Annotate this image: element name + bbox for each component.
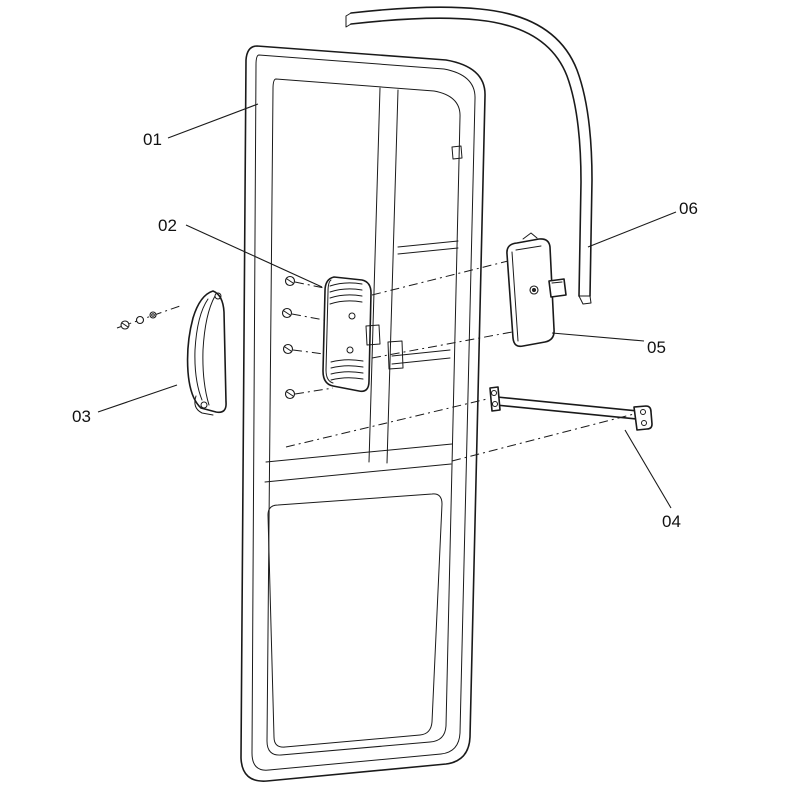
handle-fasteners: [120, 311, 157, 330]
callout-04-label: 04: [662, 512, 681, 531]
lower-bracket-line-1: [391, 349, 451, 357]
latch-hatch-line: [329, 294, 363, 299]
mid-rail-bottom-line: [264, 463, 452, 483]
lock-bolt-line: [551, 281, 563, 284]
interior-latch-part: [322, 276, 381, 393]
lock-top-tab: [522, 232, 538, 240]
lock-knob-center: [532, 287, 537, 292]
lock-top-line: [515, 245, 542, 251]
handle-screw-axis-line: [116, 305, 181, 329]
lower-panel-inset: [267, 493, 443, 748]
bar-hole: [492, 401, 498, 407]
door-edge-thickness-line: [251, 54, 476, 771]
trim-bottom-end-cap: [578, 295, 592, 305]
callout-03-leader-line: [97, 384, 178, 413]
callout-03-label: 03: [72, 407, 91, 426]
latch-hole: [348, 312, 356, 320]
callout-04-leader-line: [624, 429, 672, 509]
door-inner-opening: [266, 78, 461, 756]
handle-top-hole: [214, 292, 222, 300]
screw4-leader: [294, 387, 334, 395]
screw3-leader: [292, 349, 325, 355]
handle-grip-line-2: [202, 295, 216, 406]
lock-bolt: [548, 278, 567, 298]
latch-hatch-line: [329, 288, 363, 293]
handle-body: [186, 290, 227, 414]
exterior-handle-part: [186, 290, 227, 416]
washer-icon: [149, 311, 157, 319]
callout-04: 04: [624, 429, 681, 531]
screw-slot: [286, 278, 294, 284]
trim-rail-part: [345, 6, 593, 305]
door-frame-part: [240, 45, 486, 782]
callout-06-label: 06: [679, 199, 698, 218]
latch-hatch-line: [329, 300, 363, 305]
latch-hatch-line: [329, 282, 363, 287]
bar-top-line: [496, 396, 639, 412]
screw2-leader: [291, 313, 325, 321]
bar-hole: [641, 420, 647, 426]
bar-right-bracket: [633, 405, 653, 431]
latch-to-lock-line-bottom: [371, 331, 513, 359]
callout-06: 06: [587, 199, 698, 248]
callout-01: 01: [143, 103, 259, 149]
handle-grip-line: [194, 298, 209, 401]
latch-hatch-line: [330, 371, 364, 375]
latch-to-lock-line-top: [371, 259, 513, 296]
screw-slot: [283, 310, 291, 316]
mid-rail-top-line: [265, 443, 453, 463]
latch-hatch-line: [330, 365, 364, 369]
callout-03: 03: [72, 384, 178, 426]
callout-05: 05: [551, 332, 666, 357]
lower-bracket-line-2: [391, 357, 451, 365]
latch-side-tab: [365, 324, 381, 346]
callout-06-leader-line: [587, 211, 677, 248]
mullion-left-line: [368, 87, 381, 463]
latch-hatch-line: [330, 377, 364, 381]
door-outer-outline: [240, 45, 486, 782]
callout-05-label: 05: [647, 338, 666, 357]
callout-01-label: 01: [143, 130, 162, 149]
trim-outer-curve: [350, 6, 593, 297]
screw1-leader: [294, 281, 325, 289]
latch-body: [322, 276, 372, 393]
alignment-lines: [116, 259, 635, 462]
callout-01-leader-line: [167, 103, 259, 139]
bar-hole: [491, 390, 497, 396]
bar-hole: [640, 409, 646, 415]
callout-05-leader-line: [551, 332, 645, 342]
trim-inner-curve: [350, 17, 582, 297]
latch-hole: [346, 346, 354, 354]
latch-face-line: [325, 279, 334, 384]
screw-slot: [121, 322, 129, 328]
lock-front-edge: [511, 251, 519, 342]
bar-bottom-line: [495, 404, 638, 420]
upper-bracket-line-1: [397, 240, 459, 248]
latch-hatch-line: [330, 359, 364, 363]
callout-02-leader-line: [185, 224, 323, 288]
handle-bottom-bracket: [194, 395, 214, 416]
push-bar-part: [489, 386, 653, 431]
screw-slot: [284, 346, 292, 352]
strike-keeper-box: [387, 340, 404, 370]
callout-02-label: 02: [158, 216, 177, 235]
trim-left-end-cap: [345, 12, 352, 28]
door-to-bar-line-right: [451, 413, 635, 462]
washer-hole: [151, 313, 155, 317]
washer-icon: [135, 315, 145, 325]
mullion-right-line: [386, 89, 399, 464]
upper-bracket-line-2: [397, 247, 459, 255]
latch-screws: [281, 275, 296, 400]
handle-bottom-hole: [200, 401, 208, 409]
callout-02: 02: [158, 216, 323, 288]
stile-hinge-marker: [451, 145, 463, 160]
lock-part: [506, 232, 567, 348]
door-to-bar-line-left: [285, 398, 488, 448]
screw-slot: [286, 391, 294, 397]
